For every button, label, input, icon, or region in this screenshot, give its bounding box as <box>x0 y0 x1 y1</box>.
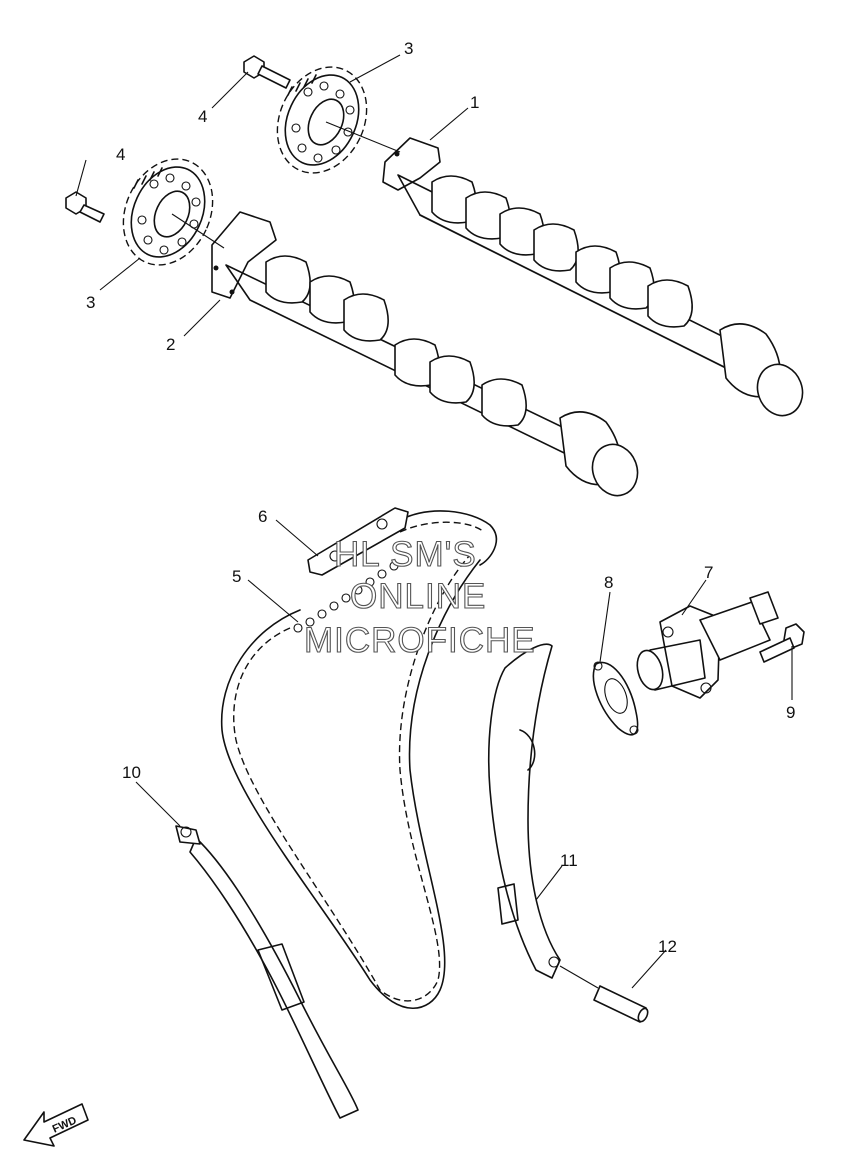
callout-5: 5 <box>232 567 241 586</box>
callout-4-lower: 4 <box>116 145 125 164</box>
callout-7: 7 <box>704 563 713 582</box>
callout-11: 11 <box>560 851 578 870</box>
watermark-line-2: ONLINE <box>350 577 486 616</box>
callout-8: 8 <box>604 573 613 592</box>
watermark-line-3: MICROFICHE <box>304 621 536 660</box>
timing-chain[interactable] <box>220 510 497 1009</box>
camshaft-1[interactable] <box>382 137 810 422</box>
callout-12: 12 <box>658 937 677 956</box>
cam-sprocket-upper[interactable] <box>261 52 384 187</box>
sprocket-bolt-upper[interactable] <box>243 55 291 89</box>
callout-9: 9 <box>786 703 795 722</box>
chain-guide-top[interactable] <box>307 507 409 576</box>
callout-6: 6 <box>258 507 267 526</box>
sprocket-bolt-lower[interactable] <box>65 191 105 223</box>
callout-2: 2 <box>166 335 175 354</box>
tensioner-gasket[interactable] <box>592 661 639 736</box>
callout-3-lower: 3 <box>86 293 95 312</box>
cam-sprocket-lower[interactable] <box>107 144 230 279</box>
camshaft-2[interactable] <box>211 211 645 502</box>
guide-pin[interactable] <box>559 965 650 1023</box>
chain-tensioner[interactable] <box>633 591 779 699</box>
chain-guide-front[interactable] <box>488 643 561 979</box>
leader-lines <box>75 54 793 989</box>
chain-guide-rear[interactable] <box>175 825 359 1119</box>
callout-3-upper: 3 <box>404 39 413 58</box>
callout-4-upper: 4 <box>198 107 207 126</box>
fwd-direction-arrow: FWD <box>23 1103 89 1147</box>
callout-1: 1 <box>470 93 479 112</box>
watermark-line-1: HL SM'S <box>334 535 477 574</box>
callout-10: 10 <box>122 763 141 782</box>
tensioner-bolt[interactable] <box>759 623 805 663</box>
